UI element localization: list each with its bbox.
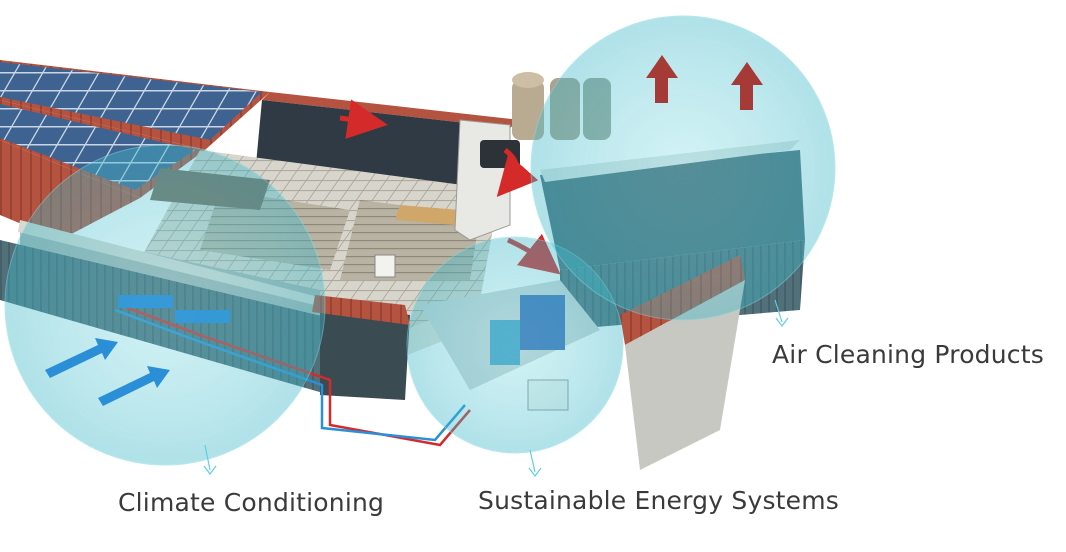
exhaust-outflow-arrows: [646, 55, 763, 110]
red-arrow-icon: [339, 99, 388, 139]
highlight-circle-air: [530, 15, 836, 327]
label-sustainable-energy-systems: Sustainable Energy Systems: [478, 486, 840, 515]
red-arrow-icon: [731, 62, 763, 110]
label-climate-conditioning: Climate Conditioning: [118, 488, 385, 517]
highlight-circle-climate: [4, 144, 326, 475]
annex-building: [312, 295, 410, 400]
highlight-circle-energy: [406, 236, 624, 477]
label-air-cleaning-products: Air Cleaning Products: [772, 340, 1044, 369]
blue-arrow-icon: [45, 338, 118, 378]
fresh-air-inflow-arrows: [45, 338, 170, 406]
blue-arrow-icon: [98, 366, 170, 406]
red-arrow-icon: [496, 148, 539, 198]
red-arrow-icon: [646, 55, 678, 103]
